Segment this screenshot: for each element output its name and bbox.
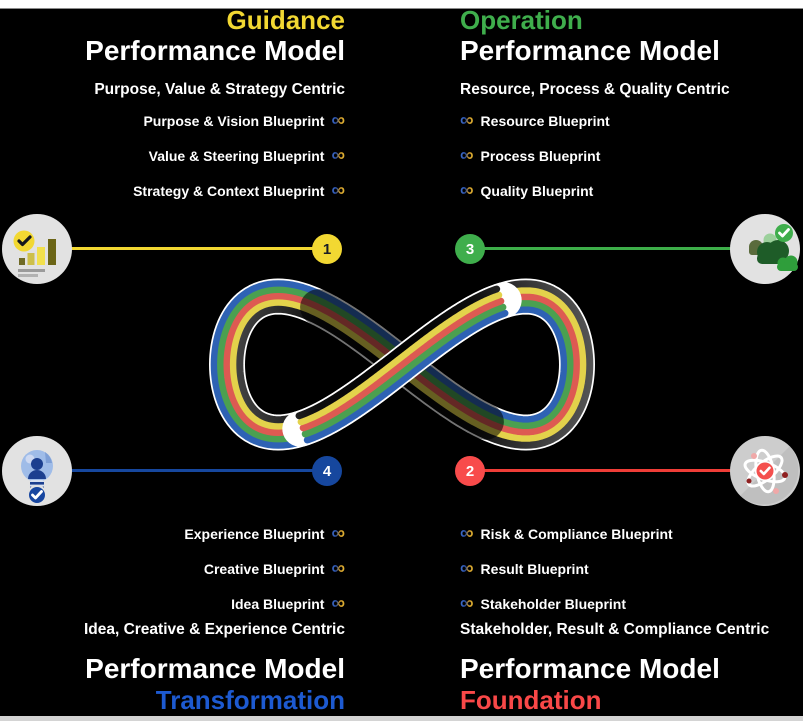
bar-chart-check-icon (2, 214, 72, 284)
blueprint-label: Strategy & Context Blueprint (133, 183, 325, 199)
step-circle-4: 4 (312, 456, 342, 486)
blueprint-row: Idea Blueprint ∞ (231, 593, 345, 614)
mini-infinity-icon: ∞ (331, 558, 345, 579)
operation-subtitle: Resource, Process & Quality Centric (460, 81, 730, 98)
guidance-title: Guidance (226, 5, 345, 35)
operation-model-label: Performance Model (460, 35, 720, 66)
infinity-loop (209, 278, 595, 451)
bottom-border (0, 716, 803, 721)
mini-infinity-icon: ∞ (460, 523, 474, 544)
blueprint-row: ∞ Stakeholder Blueprint (460, 593, 627, 614)
atom-check-icon (730, 436, 800, 506)
mini-infinity-icon: ∞ (331, 180, 345, 201)
mini-infinity-icon: ∞ (331, 110, 345, 131)
blueprint-label: Purpose & Vision Blueprint (143, 113, 325, 129)
blueprint-label: Quality Blueprint (480, 183, 594, 199)
transformation-title: Transformation (155, 685, 345, 715)
foundation-title: Foundation (460, 685, 602, 715)
transformation-connector-line (70, 469, 315, 472)
operation-connector-line (484, 247, 732, 250)
blueprint-row: Creative Blueprint ∞ (203, 558, 345, 579)
step-circle-1: 1 (312, 234, 342, 264)
blueprint-label: Idea Blueprint (231, 596, 325, 612)
step-circle-3: 3 (455, 234, 485, 264)
blueprint-label: Creative Blueprint (203, 561, 325, 577)
blueprint-row: ∞ Resource Blueprint (460, 110, 610, 131)
blueprint-row: ∞ Process Blueprint (460, 145, 601, 166)
blueprint-label: Process Blueprint (480, 148, 601, 164)
blueprint-row: ∞ Risk & Compliance Blueprint (460, 523, 673, 544)
mini-infinity-icon: ∞ (460, 145, 474, 166)
mini-infinity-icon: ∞ (460, 558, 474, 579)
mini-infinity-icon: ∞ (331, 145, 345, 166)
mini-infinity-icon: ∞ (331, 523, 345, 544)
transformation-subtitle: Idea, Creative & Experience Centric (83, 621, 345, 638)
step-circle-2: 2 (455, 456, 485, 486)
mini-infinity-icon: ∞ (460, 180, 474, 201)
guidance-subtitle: Purpose, Value & Strategy Centric (94, 81, 345, 98)
blueprint-label: Risk & Compliance Blueprint (480, 526, 673, 542)
foundation-model-label: Performance Model (460, 653, 720, 684)
blueprint-row: Experience Blueprint ∞ (184, 523, 345, 544)
blueprint-label: Stakeholder Blueprint (480, 596, 627, 612)
blueprint-label: Experience Blueprint (184, 526, 325, 542)
blueprint-label: Value & Steering Blueprint (148, 148, 325, 164)
right-column: Operation Performance Model Resource, Pr… (460, 0, 803, 728)
blueprint-label: Resource Blueprint (480, 113, 610, 129)
blueprint-row: Purpose & Vision Blueprint ∞ (143, 110, 345, 131)
transformation-model-label: Performance Model (85, 653, 345, 684)
mini-infinity-icon: ∞ (460, 110, 474, 131)
lightbulb-person-check-icon (2, 436, 72, 506)
left-column: Guidance Performance Model Purpose, Valu… (0, 0, 345, 728)
guidance-model-label: Performance Model (85, 35, 345, 66)
blueprint-row: Strategy & Context Blueprint ∞ (133, 180, 345, 201)
blueprint-label: Result Blueprint (480, 561, 589, 577)
clouds-check-icon (730, 214, 800, 284)
guidance-connector-line (70, 247, 315, 250)
foundation-connector-line (484, 469, 732, 472)
blueprint-row: ∞ Result Blueprint (460, 558, 589, 579)
blueprint-row: ∞ Quality Blueprint (460, 180, 594, 201)
foundation-subtitle: Stakeholder, Result & Compliance Centric (460, 621, 770, 638)
mini-infinity-icon: ∞ (331, 593, 345, 614)
blueprint-row: Value & Steering Blueprint ∞ (148, 145, 345, 166)
operation-title: Operation (460, 5, 583, 35)
mini-infinity-icon: ∞ (460, 593, 474, 614)
